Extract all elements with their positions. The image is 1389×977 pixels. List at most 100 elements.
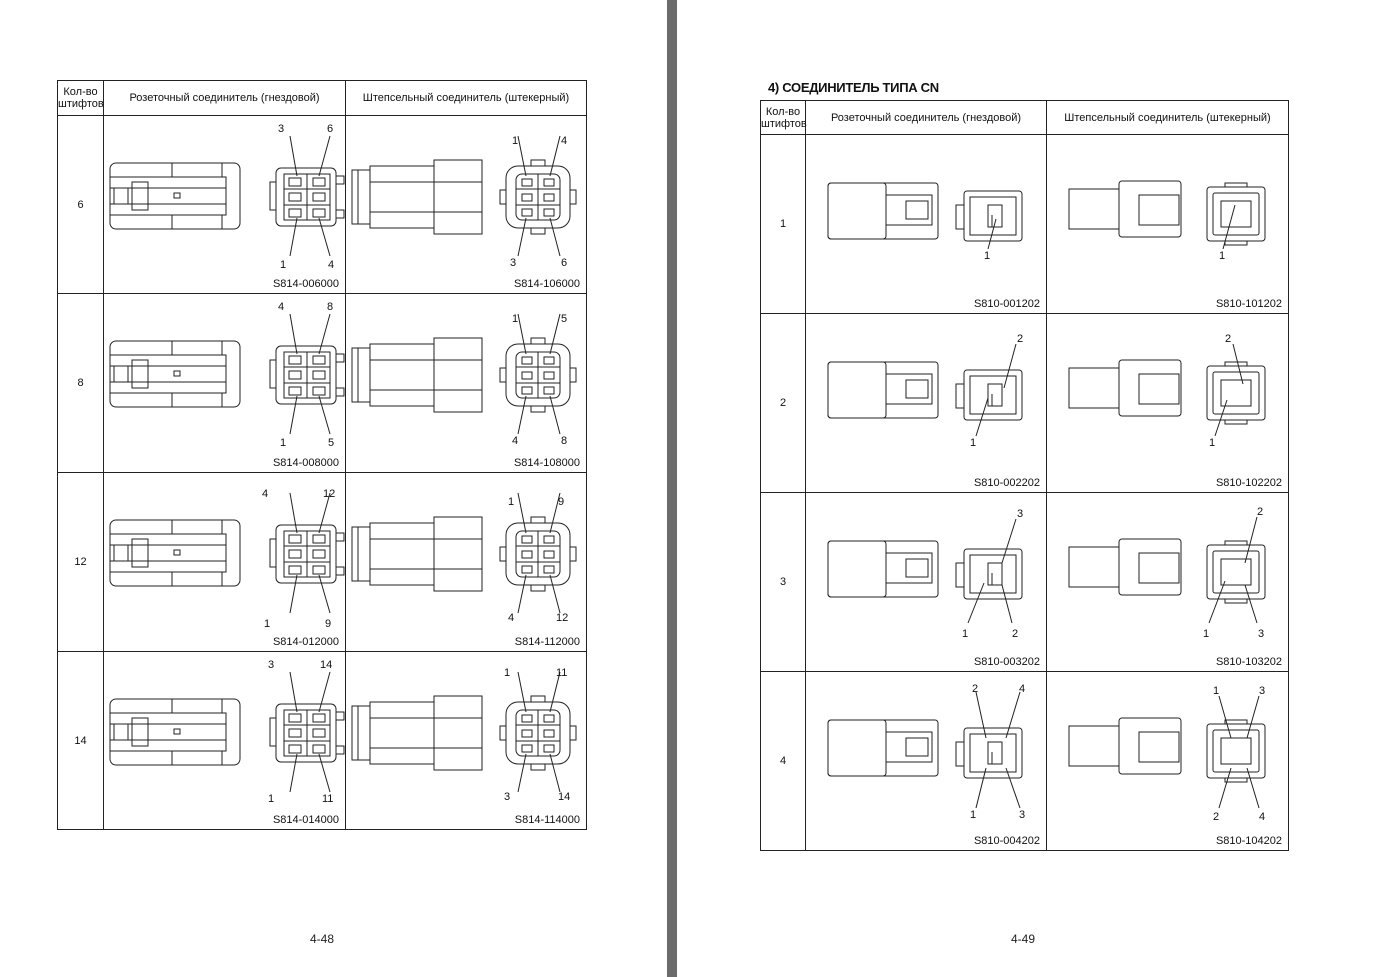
socket-connector-cell: 2 4 1 3 S810-004202 bbox=[805, 671, 1047, 851]
pin-label: 5 bbox=[328, 437, 334, 449]
pin-label: 1 bbox=[280, 259, 286, 271]
pin-label: 3 bbox=[1019, 809, 1025, 821]
pin-label: 8 bbox=[327, 301, 333, 313]
header-plug: Штепсельный соединитель (штекерный) bbox=[345, 80, 587, 116]
plug-connector-cell: 2 1 S810-102202 bbox=[1046, 313, 1289, 493]
page-gutter bbox=[667, 0, 677, 977]
pin-label: 1 bbox=[962, 628, 968, 640]
pin-label: 11 bbox=[322, 793, 333, 805]
plug-connector-cell: 2 1 3 S810-103202 bbox=[1046, 492, 1289, 672]
table-row: 14 3 14 1 11 S814-014000 1 11 bbox=[57, 651, 587, 830]
pin-label: 3 bbox=[1258, 628, 1264, 640]
right-page: 4) СОЕДИНИТЕЛЬ ТИПА CN Кол-во штифтов Ро… bbox=[677, 0, 1389, 977]
pin-label: 2 bbox=[1012, 628, 1018, 640]
socket-connector-cell: 4 12 1 9 S814-012000 bbox=[103, 472, 346, 652]
pin-label: 3 bbox=[504, 791, 510, 803]
part-number: S810-102202 bbox=[1215, 477, 1282, 489]
part-number: S810-002202 bbox=[973, 477, 1040, 489]
part-number: S814-006000 bbox=[272, 278, 339, 290]
socket-connector-drawing: 2 4 1 3 bbox=[827, 683, 1025, 821]
pin-count: 4 bbox=[760, 671, 806, 851]
pin-label: 1 bbox=[1209, 437, 1215, 449]
part-number: S814-106000 bbox=[513, 278, 580, 290]
plug-connector-cell: 1 5 4 8 S814-108000 bbox=[345, 293, 587, 473]
connector-table-right: Кол-во штифтов Розеточный соединитель (г… bbox=[760, 100, 1289, 851]
socket-connector-drawing: 4 8 1 5 bbox=[109, 301, 345, 449]
pin-label: 4 bbox=[512, 435, 518, 447]
pin-label: 9 bbox=[558, 496, 564, 508]
table-row: 2 2 1 S810-002202 bbox=[760, 313, 1289, 493]
pin-label: 4 bbox=[561, 135, 567, 147]
table-row: 4 2 4 1 3 S810-004202 bbox=[760, 671, 1289, 851]
socket-connector-drawing: 3 14 1 11 bbox=[109, 659, 345, 805]
left-page: Кол-во штифтов Розеточный соединитель (г… bbox=[0, 0, 667, 977]
header-socket: Розеточный соединитель (гнездовой) bbox=[805, 100, 1047, 135]
pin-label: 12 bbox=[556, 612, 568, 624]
header-plug: Штепсельный соединитель (штекерный) bbox=[1046, 100, 1289, 135]
pin-label: 6 bbox=[561, 257, 567, 269]
part-number: S814-108000 bbox=[513, 457, 580, 469]
plug-connector-drawing: 1 5 4 8 bbox=[351, 313, 577, 447]
pin-label: 4 bbox=[1259, 811, 1265, 823]
pin-label: 12 bbox=[323, 488, 335, 500]
socket-connector-cell: 4 8 1 5 S814-008000 bbox=[103, 293, 346, 473]
pin-label: 2 bbox=[1017, 333, 1023, 345]
pin-label: 4 bbox=[508, 612, 514, 624]
pin-count: 14 bbox=[57, 651, 104, 830]
header-socket: Розеточный соединитель (гнездовой) bbox=[103, 80, 346, 116]
pin-label: 3 bbox=[268, 659, 274, 671]
plug-connector-cell: 1 9 4 12 S814-112000 bbox=[345, 472, 587, 652]
pin-label: 14 bbox=[320, 659, 332, 671]
socket-connector-drawing: 3 1 2 bbox=[827, 508, 1023, 640]
plug-connector-cell: 1 3 2 4 S810-104202 bbox=[1046, 671, 1289, 851]
page-number: 4-48 bbox=[310, 932, 335, 946]
socket-connector-drawing: 2 1 bbox=[827, 333, 1023, 449]
part-number: S810-101202 bbox=[1215, 298, 1282, 310]
pin-label: 1 bbox=[268, 793, 274, 805]
pin-label: 2 bbox=[1213, 811, 1219, 823]
part-number: S814-112000 bbox=[514, 636, 580, 648]
part-number: S810-001202 bbox=[973, 298, 1040, 310]
pin-label: 3 bbox=[510, 257, 516, 269]
pin-label: 3 bbox=[278, 123, 284, 135]
pin-label: 1 bbox=[984, 250, 990, 262]
pin-label: 6 bbox=[327, 123, 333, 135]
plug-connector-drawing: 1 9 4 12 bbox=[351, 492, 577, 624]
pin-label: 3 bbox=[1259, 685, 1265, 697]
part-number: S810-004202 bbox=[973, 835, 1040, 847]
pin-count: 1 bbox=[760, 134, 806, 314]
page-number: 4-49 bbox=[1011, 932, 1036, 946]
pin-label: 4 bbox=[1019, 683, 1025, 695]
part-number: S814-008000 bbox=[272, 457, 339, 469]
pin-label: 2 bbox=[1225, 333, 1231, 345]
table-row: 12 4 12 1 9 S814-012000 1 9 bbox=[57, 472, 587, 652]
table-row: 8 4 8 1 5 S814-008000 1 5 bbox=[57, 293, 587, 473]
connector-table-left: Кол-во штифтов Розеточный соединитель (г… bbox=[57, 80, 587, 830]
pin-label: 1 bbox=[1213, 685, 1219, 697]
pin-label: 5 bbox=[561, 313, 567, 325]
pin-label: 3 bbox=[1017, 508, 1023, 520]
table-row: 1 1 S810-001202 1 S810-101202 bbox=[760, 134, 1289, 314]
pin-label: 4 bbox=[278, 301, 284, 313]
socket-connector-cell: 3 6 1 4 S814-006000 bbox=[103, 115, 346, 294]
plug-connector-cell: 1 4 3 6 S814-106000 bbox=[345, 115, 587, 294]
pin-count: 2 bbox=[760, 313, 806, 493]
pin-label: 1 bbox=[504, 667, 510, 679]
section-title: 4) СОЕДИНИТЕЛЬ ТИПА CN bbox=[768, 80, 939, 95]
pin-count: 8 bbox=[57, 293, 104, 473]
plug-connector-drawing: 1 bbox=[1068, 180, 1266, 262]
pin-label: 8 bbox=[561, 435, 567, 447]
part-number: S810-103202 bbox=[1215, 656, 1282, 668]
socket-connector-cell: 1 S810-001202 bbox=[805, 134, 1047, 314]
plug-connector-drawing: 1 4 3 6 bbox=[351, 135, 577, 269]
pin-label: 9 bbox=[325, 618, 331, 630]
socket-connector-cell: 2 1 S810-002202 bbox=[805, 313, 1047, 493]
table-row: 6 3 6 1 4 S814-006000 1 4 bbox=[57, 115, 587, 294]
part-number: S810-104202 bbox=[1215, 835, 1282, 847]
pin-label: 1 bbox=[264, 618, 270, 630]
pin-label: 2 bbox=[972, 683, 978, 695]
part-number: S814-014000 bbox=[272, 814, 339, 826]
pin-label: 4 bbox=[328, 259, 334, 271]
pin-count: 12 bbox=[57, 472, 104, 652]
table-row: 3 3 1 2 S810-003202 bbox=[760, 492, 1289, 672]
